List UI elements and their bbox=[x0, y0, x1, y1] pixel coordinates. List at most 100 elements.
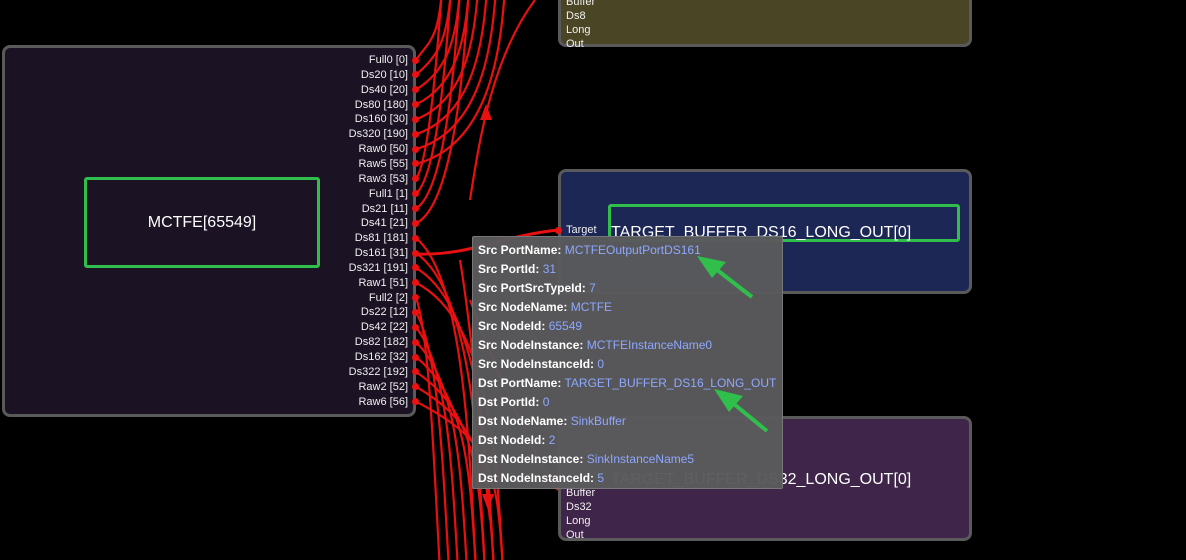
tooltip-row: Dst NodeName: SinkBuffer bbox=[478, 412, 782, 431]
connection-wire[interactable] bbox=[468, 0, 536, 201]
tooltip-value: TARGET_BUFFER_DS16_LONG_OUT bbox=[564, 376, 777, 390]
connection-wire[interactable] bbox=[415, 0, 443, 180]
mctfe-port-dot[interactable] bbox=[412, 101, 419, 109]
mctfe-port-label: Ds322 [192] bbox=[348, 365, 408, 378]
tooltip-row: Src PortId: 31 bbox=[478, 260, 782, 279]
tooltip-row: Src NodeInstanceId: 0 bbox=[478, 355, 782, 374]
node-ds8-name-lines: Buffer Ds8 Long Out bbox=[566, 0, 595, 51]
tooltip-row: Src PortName: MCTFEOutputPortDS161 bbox=[478, 241, 782, 260]
connection-wire[interactable] bbox=[414, 297, 441, 560]
mctfe-port-dot[interactable] bbox=[412, 205, 419, 212]
mctfe-port-label: Ds160 [30] bbox=[354, 113, 408, 126]
node-ds32-line: Out bbox=[566, 529, 584, 541]
mctfe-port-dot[interactable] bbox=[412, 190, 419, 198]
ds16-target-port-label: Target bbox=[566, 224, 597, 236]
mctfe-port-label: Ds21 [11] bbox=[361, 202, 408, 215]
tooltip-row: Dst NodeId: 2 bbox=[478, 431, 782, 450]
connection-wire[interactable] bbox=[415, 0, 470, 225]
mctfe-port-label: Raw2 [52] bbox=[358, 380, 408, 393]
tooltip-row: Src PortSrcTypeId: 7 bbox=[478, 279, 782, 298]
mctfe-port-label: Ds320 [190] bbox=[348, 128, 408, 141]
mctfe-port-label: Ds81 [181] bbox=[354, 232, 408, 245]
node-mctfe-title-box[interactable]: MCTFE[65549] bbox=[84, 177, 320, 268]
tooltip-key: Dst PortId: bbox=[478, 395, 540, 409]
connection-wire[interactable] bbox=[415, 341, 468, 560]
connection-wire[interactable] bbox=[415, 0, 497, 151]
tooltip-row: Src NodeInstance: MCTFEInstanceName0 bbox=[478, 336, 782, 355]
tooltip-value: 2 bbox=[548, 433, 556, 447]
node-ds32-line: Long bbox=[566, 515, 591, 527]
connection-wire[interactable] bbox=[415, 370, 486, 560]
mctfe-port-dot[interactable] bbox=[412, 175, 419, 183]
mctfe-port-label: Raw5 [55] bbox=[358, 157, 408, 170]
mctfe-port-dot[interactable] bbox=[412, 308, 419, 316]
tooltip-key: Src PortSrcTypeId: bbox=[478, 281, 586, 295]
connection-wire[interactable] bbox=[415, 0, 461, 210]
node-ds32-line: Ds32 bbox=[566, 501, 592, 513]
mctfe-port-label: Ds82 [182] bbox=[354, 336, 408, 349]
mctfe-port-label: Ds40 [20] bbox=[360, 83, 408, 96]
node-ds8-line: Buffer bbox=[566, 0, 596, 8]
node-ds8-line: Long bbox=[566, 24, 591, 36]
connection-wire[interactable] bbox=[415, 326, 459, 560]
mctfe-port-dot[interactable] bbox=[412, 130, 419, 138]
mctfe-port-dot[interactable] bbox=[412, 219, 419, 227]
mctfe-port-dot[interactable] bbox=[412, 383, 419, 391]
tooltip-key: Dst NodeInstanceId: bbox=[478, 471, 595, 485]
mctfe-port-dot[interactable] bbox=[412, 294, 419, 302]
tooltip-key: Dst NodeInstance: bbox=[478, 452, 584, 466]
mctfe-port-dot[interactable] bbox=[412, 160, 419, 168]
tooltip-row: Dst NodeInstanceId: 5 bbox=[478, 469, 782, 488]
node-ds16-title-box[interactable] bbox=[608, 204, 960, 242]
node-mctfe[interactable]: MCTFE[65549] bbox=[2, 45, 416, 417]
ds16-target-port[interactable] bbox=[555, 227, 562, 234]
tooltip-key: Dst NodeId: bbox=[478, 433, 546, 447]
mctfe-port-label: Ds41 [21] bbox=[360, 217, 408, 230]
node-mctfe-title: MCTFE[65549] bbox=[147, 213, 257, 231]
mctfe-port-dot[interactable] bbox=[412, 234, 419, 242]
mctfe-port-dot[interactable] bbox=[412, 71, 419, 79]
tooltip-value: 65549 bbox=[548, 319, 583, 333]
mctfe-port-label: Raw0 [50] bbox=[358, 143, 408, 156]
mctfe-port-dot[interactable] bbox=[412, 249, 419, 257]
mctfe-port-dot[interactable] bbox=[412, 338, 419, 346]
tooltip-value: MCTFEInstanceName0 bbox=[586, 338, 713, 352]
mctfe-port-label: Ds161 [31] bbox=[354, 247, 408, 260]
connection-wire[interactable] bbox=[415, 0, 488, 136]
node-ds8-line: Ds8 bbox=[566, 10, 586, 22]
tooltip-value: 0 bbox=[542, 395, 550, 409]
tooltip-row: Dst PortName: TARGET_BUFFER_DS16_LONG_OU… bbox=[478, 374, 782, 393]
mctfe-port-dot[interactable] bbox=[412, 86, 419, 94]
mctfe-port-dot[interactable] bbox=[412, 115, 419, 123]
mctfe-port-dot[interactable] bbox=[412, 368, 419, 376]
tooltip-key: Src NodeInstanceId: bbox=[478, 357, 595, 371]
node-ds8-line: Out bbox=[566, 38, 584, 50]
mctfe-port-label: Full1 [1] bbox=[368, 187, 408, 200]
connection-wire[interactable] bbox=[415, 311, 450, 560]
mctfe-port-label: Full0 [0] bbox=[368, 54, 408, 66]
tooltip-value: 5 bbox=[597, 471, 605, 485]
connection-wire[interactable] bbox=[415, 0, 452, 195]
connection-wire[interactable] bbox=[415, 356, 477, 560]
tooltip-key: Dst NodeName: bbox=[478, 414, 568, 428]
mctfe-port-dot[interactable] bbox=[412, 353, 419, 361]
tooltip-key: Src PortId: bbox=[478, 262, 540, 276]
mctfe-port-label: Ds162 [32] bbox=[354, 351, 408, 363]
mctfe-port-dot[interactable] bbox=[412, 264, 419, 272]
mctfe-port-label: Raw3 [53] bbox=[358, 172, 408, 185]
tooltip-value: 7 bbox=[589, 281, 596, 295]
tooltip-value: MCTFE bbox=[570, 300, 613, 314]
mctfe-port-dot[interactable] bbox=[412, 323, 419, 331]
tooltip-key: Dst PortName: bbox=[478, 376, 562, 390]
node-ds32-line: Buffer bbox=[566, 487, 596, 499]
mctfe-port-label: Ds321 [191] bbox=[348, 261, 408, 274]
flow-arrow-head bbox=[482, 494, 494, 510]
mctfe-port-dot[interactable] bbox=[412, 398, 419, 406]
mctfe-port-dot[interactable] bbox=[412, 56, 419, 64]
mctfe-port-dot[interactable] bbox=[412, 145, 419, 153]
flow-arrow-head bbox=[480, 104, 492, 120]
node-target-buffer-ds8[interactable]: Buffer Ds8 Long Out bbox=[558, 0, 972, 50]
mctfe-port-dot[interactable] bbox=[412, 279, 419, 287]
